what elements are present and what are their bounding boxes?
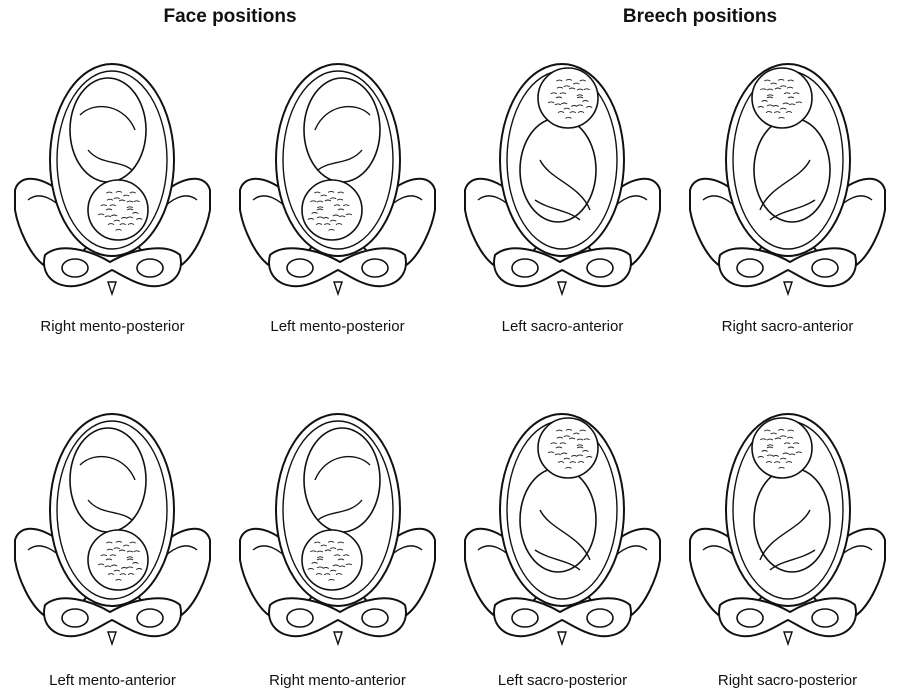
fetal-head [88,180,148,240]
panel-caption: Right mento-anterior [225,672,450,689]
panel-caption: Left sacro-posterior [450,672,675,689]
coccyx [784,282,792,294]
fetal-body [520,118,596,222]
fetal-head [88,530,148,590]
fetal-body [754,468,830,572]
breech-positions-heading: Breech positions [550,6,850,28]
panel-caption: Right mento-posterior [0,318,225,335]
illustration-group [690,414,885,644]
fetus-illustration [675,60,900,300]
illustration-group [240,64,435,294]
illustration-svg [225,410,450,650]
fetal-body [520,468,596,572]
illustration-svg [225,60,450,300]
illustration-group [240,414,435,644]
panel-caption: Left sacro-anterior [450,318,675,335]
fetal-head [302,180,362,240]
fetus-illustration [225,410,450,650]
illustration-svg [450,410,675,650]
fetus-illustration [450,410,675,650]
fetal-body [754,118,830,222]
illustration-group [15,414,210,644]
illustration-svg [675,60,900,300]
fetus-illustration [450,60,675,300]
coccyx [558,282,566,294]
coccyx [108,632,116,644]
illustration-svg [450,60,675,300]
fetal-head [538,68,598,128]
panel-caption: Right sacro-anterior [675,318,900,335]
fetal-head [752,418,812,478]
illustration-svg [675,410,900,650]
panel-caption: Left mento-anterior [0,672,225,689]
fetal-head [752,68,812,128]
coccyx [334,282,342,294]
illustration-svg [0,60,225,300]
illustration-group [465,414,660,644]
coccyx [334,632,342,644]
fetus-illustration [0,60,225,300]
illustration-svg [0,410,225,650]
panel-caption: Left mento-posterior [225,318,450,335]
fetal-head [538,418,598,478]
coccyx [558,632,566,644]
coccyx [108,282,116,294]
fetus-illustration [675,410,900,650]
illustration-group [15,64,210,294]
coccyx [784,632,792,644]
face-positions-heading: Face positions [80,6,380,28]
illustration-group [465,64,660,294]
illustration-group [690,64,885,294]
fetal-head [302,530,362,590]
fetus-illustration [225,60,450,300]
fetus-illustration [0,410,225,650]
panel-caption: Right sacro-posterior [675,672,900,689]
